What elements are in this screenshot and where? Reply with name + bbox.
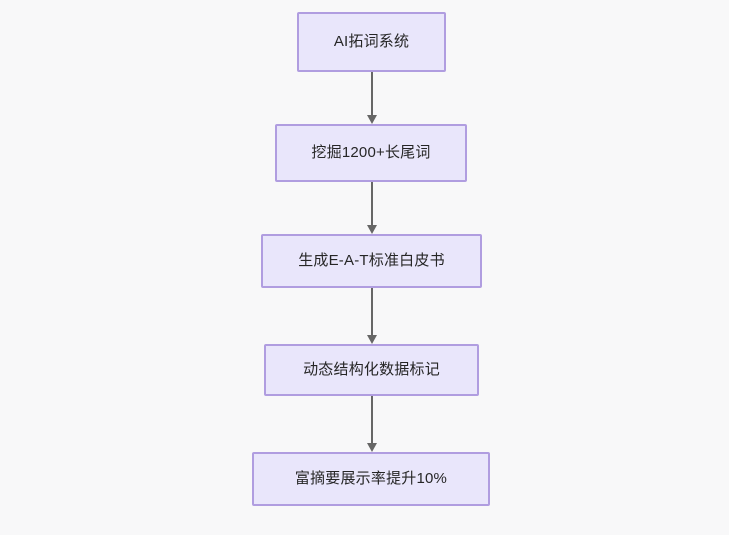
flow-node-dynamic-structured-data-markup[interactable]: 动态结构化数据标记: [264, 344, 479, 396]
flow-node-generate-eat-whitepaper[interactable]: 生成E-A-T标准白皮书: [261, 234, 482, 288]
flow-node-ai-keyword-system[interactable]: AI拓词系统: [297, 12, 446, 72]
arrowhead-icon: [367, 115, 377, 124]
flow-node-label: AI拓词系统: [333, 33, 410, 50]
connector-line: [371, 288, 373, 335]
arrowhead-icon: [367, 335, 377, 344]
flow-node-label: 生成E-A-T标准白皮书: [298, 252, 445, 269]
flow-node-label: 挖掘1200+长尾词: [311, 144, 431, 161]
connector-line: [371, 396, 373, 443]
flow-node-label: 动态结构化数据标记: [303, 361, 440, 378]
flow-node-label: 富摘要展示率提升10%: [294, 470, 448, 487]
flow-node-rich-snippet-impression-lift[interactable]: 富摘要展示率提升10%: [252, 452, 490, 506]
arrowhead-icon: [367, 225, 377, 234]
connector-line: [371, 72, 373, 115]
connector-line: [371, 182, 373, 225]
arrowhead-icon: [367, 443, 377, 452]
flow-node-mine-longtail-keywords[interactable]: 挖掘1200+长尾词: [275, 124, 467, 182]
